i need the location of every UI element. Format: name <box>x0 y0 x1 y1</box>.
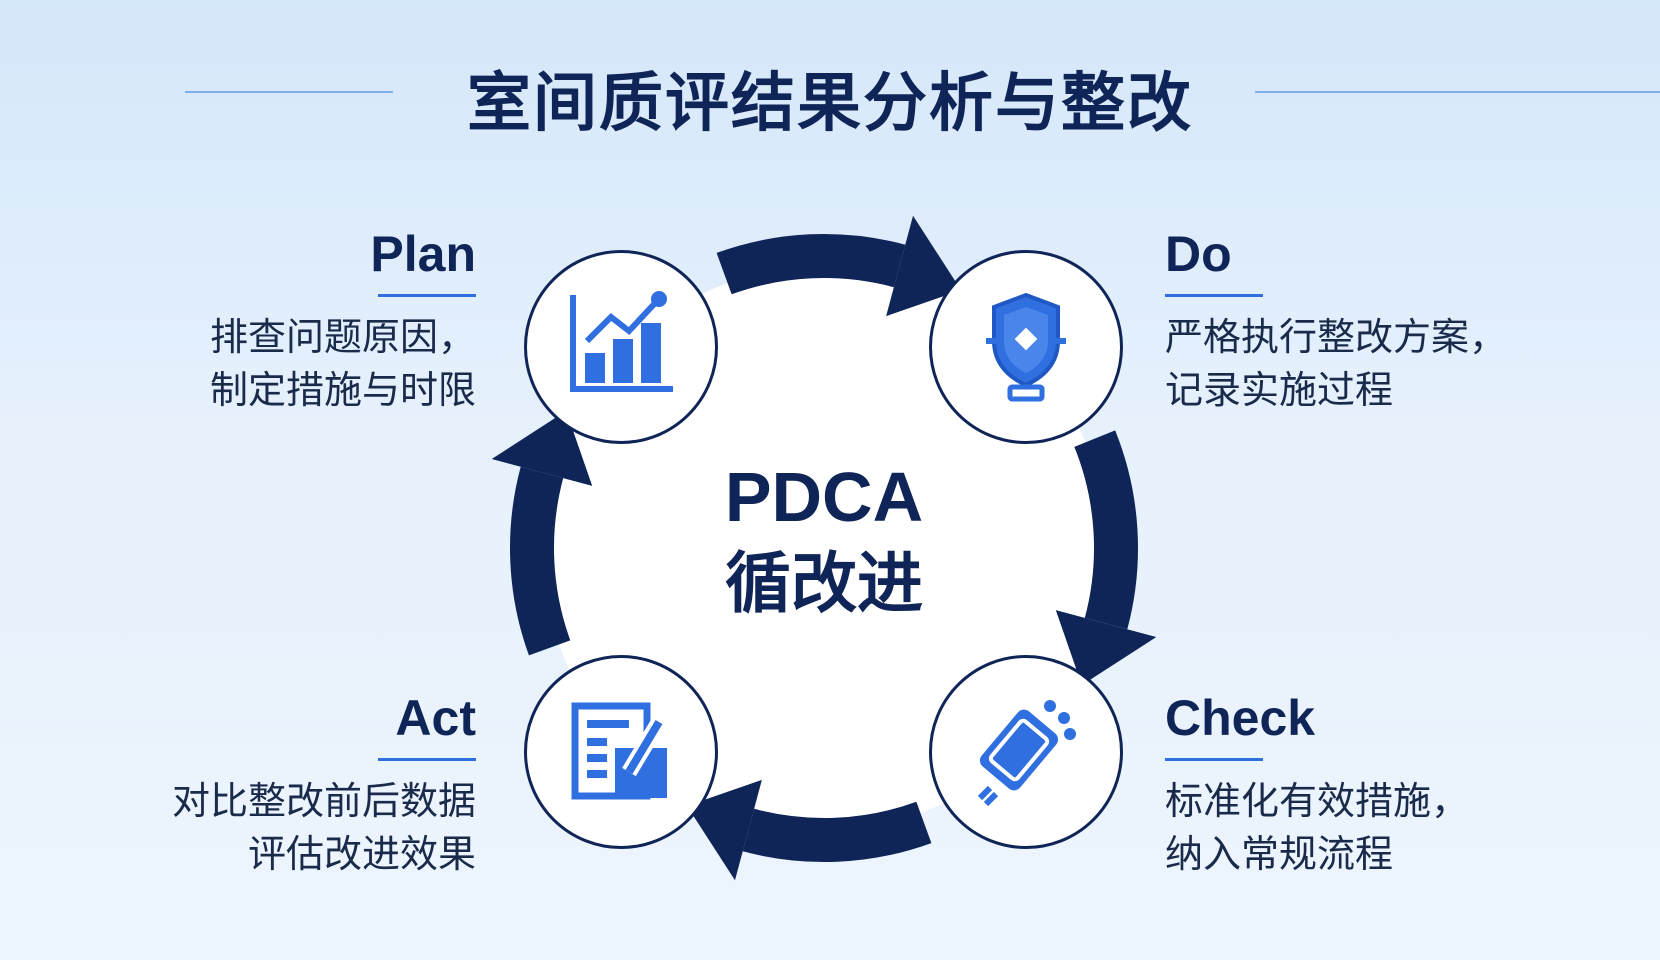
arrow-check-to-act <box>686 779 932 881</box>
act-desc-1: 对比整改前后数据 <box>171 779 476 823</box>
arrow-act-to-plan <box>491 410 593 656</box>
act-desc-2: 评估改进效果 <box>247 832 476 876</box>
check-underline <box>1165 758 1263 761</box>
check-circle <box>929 655 1123 849</box>
plan-circle <box>524 250 718 444</box>
arrow-plan-to-do <box>716 215 962 317</box>
page-title: 室间质评结果分析与整改 <box>467 67 1193 141</box>
act-underline <box>378 758 476 761</box>
plan-underline <box>378 294 476 297</box>
plan-label: Plan 排查问题原因， 制定措施与时限 <box>136 226 476 417</box>
act-title: Act <box>395 690 476 746</box>
shield-icon <box>986 292 1066 402</box>
document-edit-icon <box>571 702 667 800</box>
check-title: Check <box>1165 690 1316 746</box>
cycle-center-label: PDCA 循改进 <box>674 455 974 629</box>
do-desc-1: 严格执行整改方案， <box>1165 315 1508 359</box>
do-circle <box>929 250 1123 444</box>
check-desc-2: 纳入常规流程 <box>1165 832 1394 876</box>
check-label: Check 标准化有效措施， 纳入常规流程 <box>1165 690 1625 881</box>
plan-desc-2: 制定措施与时限 <box>209 368 476 412</box>
do-title: Do <box>1165 226 1232 282</box>
bar-chart-icon <box>570 291 673 392</box>
title-line-right <box>1255 91 1660 93</box>
act-circle <box>524 655 718 849</box>
center-subtitle: 循改进 <box>725 545 923 622</box>
plan-title: Plan <box>370 226 476 282</box>
act-label: Act 对比整改前后数据评估改进效果 <box>96 690 476 881</box>
arrow-do-to-check <box>1055 430 1157 686</box>
title-line-left <box>185 91 393 93</box>
do-label: Do 严格执行整改方案， 记录实施过程 <box>1165 226 1625 417</box>
do-desc-2: 记录实施过程 <box>1165 368 1394 412</box>
check-desc-1: 标准化有效措施， <box>1165 779 1470 823</box>
plan-desc-1: 排查问题原因， <box>209 315 476 359</box>
center-title: PDCA <box>724 458 924 536</box>
do-underline <box>1165 294 1263 297</box>
device-icon <box>977 700 1076 807</box>
